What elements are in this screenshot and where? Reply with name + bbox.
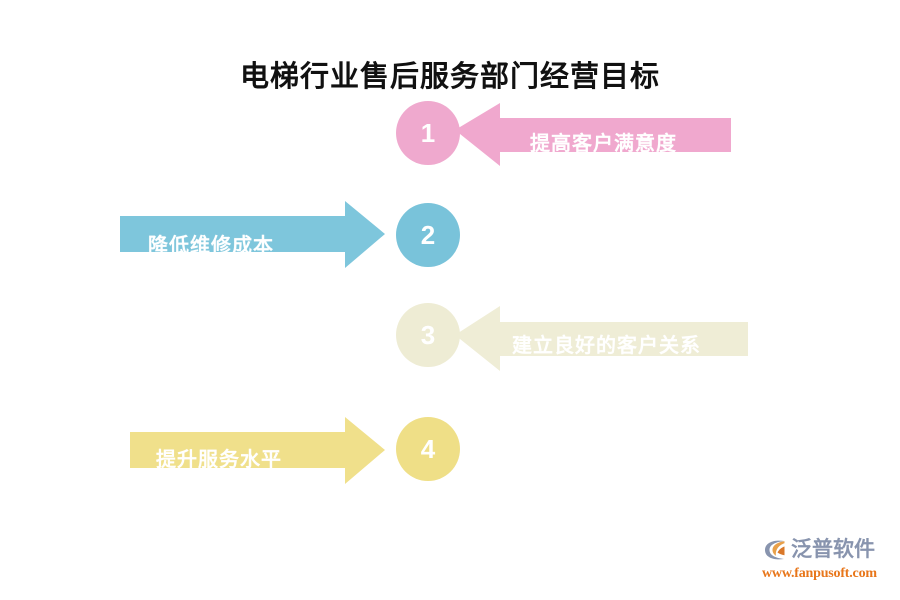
arrow-1[interactable] bbox=[452, 96, 731, 186]
arrow-label-1: 提高客户满意度 bbox=[530, 132, 677, 155]
diagram-row-4: 4 提升服务水平 bbox=[0, 412, 900, 502]
arrow-label-3: 建立良好的客户关系 bbox=[512, 334, 701, 357]
step-number-3: 3 bbox=[420, 320, 436, 350]
step-number-2: 2 bbox=[420, 220, 436, 250]
step-number-1: 1 bbox=[420, 118, 436, 148]
arrow-4[interactable] bbox=[110, 412, 388, 502]
step-circle-3[interactable]: 3 bbox=[396, 303, 460, 367]
brand-logo-row: 泛普软件 bbox=[762, 535, 892, 565]
arrow-label-4: 提升服务水平 bbox=[156, 448, 282, 471]
diagram-row-3: 3 建立良好的客户关系 bbox=[0, 298, 900, 388]
brand-watermark[interactable]: 泛普软件 www.fanpusoft.com bbox=[762, 535, 892, 585]
step-circle-1[interactable]: 1 bbox=[396, 101, 460, 165]
diagram-row-2: 2 降低维修成本 bbox=[0, 198, 900, 288]
arrow-label-2: 降低维修成本 bbox=[148, 234, 274, 257]
step-circle-4[interactable]: 4 bbox=[396, 417, 460, 481]
step-circle-2[interactable]: 2 bbox=[396, 203, 460, 267]
diagram-row-1: 1 提高客户满意度 bbox=[0, 96, 900, 186]
page-title: 电梯行业售后服务部门经营目标 bbox=[239, 61, 660, 93]
brand-name: 泛普软件 bbox=[791, 538, 875, 561]
step-number-4: 4 bbox=[420, 434, 436, 464]
brand-url: www.fanpusoft.com bbox=[762, 566, 877, 581]
fanpu-swoosh-logo-icon bbox=[762, 537, 788, 563]
arrow-2[interactable] bbox=[110, 198, 388, 288]
arrow-3[interactable] bbox=[452, 298, 748, 388]
